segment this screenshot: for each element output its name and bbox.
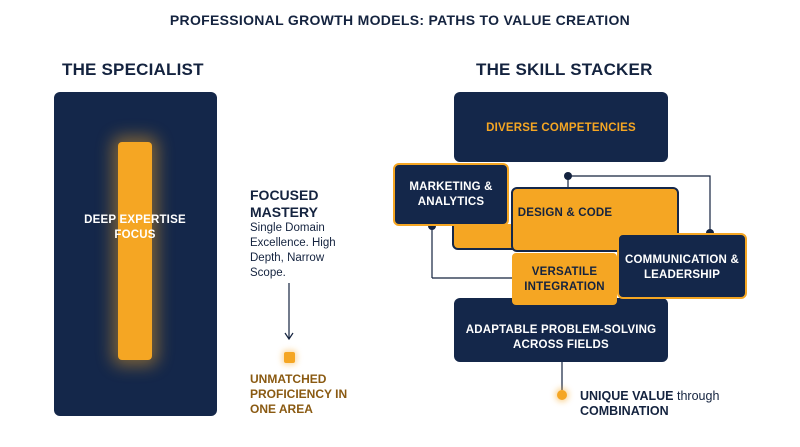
- deep-expertise-label: DEEP EXPERTISE FOCUS: [84, 214, 186, 241]
- unique-value-combination: COMBINATION: [580, 404, 669, 418]
- adaptable-problem-solving-label: ADAPTABLE PROBLEM-SOLVING ACROSS FIELDS: [465, 324, 657, 351]
- result-marker: [284, 352, 295, 363]
- expertise-bar: [118, 142, 152, 360]
- diverse-competencies-label: DIVERSE COMPETENCIES: [486, 122, 636, 134]
- focused-mastery-desc: Single Domain Excellence. High Depth, Na…: [250, 222, 336, 279]
- adaptable-problem-solving-box: ADAPTABLE PROBLEM-SOLVING ACROSS FIELDS: [454, 298, 668, 362]
- versatile-integration-box: VERSATILE INTEGRATION: [512, 253, 617, 305]
- design-code-box: DESIGN & CODE: [511, 187, 679, 252]
- design-code-label: DESIGN & CODE: [517, 207, 613, 219]
- communication-leadership-box: COMMUNICATION & LEADERSHIP: [617, 233, 747, 299]
- unique-value-through: through: [673, 389, 720, 403]
- specialist-result: UNMATCHED PROFICIENCY IN ONE AREA: [250, 372, 348, 416]
- versatile-integration-label: VERSATILE INTEGRATION: [524, 266, 605, 293]
- unique-value-marker: [557, 390, 567, 400]
- focused-mastery-title: FOCUSED MASTERY: [250, 187, 319, 220]
- marketing-analytics-label: MARKETING & ANALYTICS: [409, 181, 493, 208]
- stacker-heading: THE SKILL STACKER: [476, 60, 653, 79]
- unique-value-bold: UNIQUE VALUE: [580, 389, 674, 403]
- unique-value-text: UNIQUE VALUE through COMBINATION: [580, 389, 750, 419]
- marketing-analytics-box: MARKETING & ANALYTICS: [393, 163, 509, 226]
- communication-leadership-label: COMMUNICATION & LEADERSHIP: [625, 254, 739, 281]
- diverse-competencies-box: DIVERSE COMPETENCIES: [454, 92, 668, 162]
- specialist-heading: THE SPECIALIST: [62, 60, 204, 79]
- diagram-title: PROFESSIONAL GROWTH MODELS: PATHS TO VAL…: [169, 12, 631, 28]
